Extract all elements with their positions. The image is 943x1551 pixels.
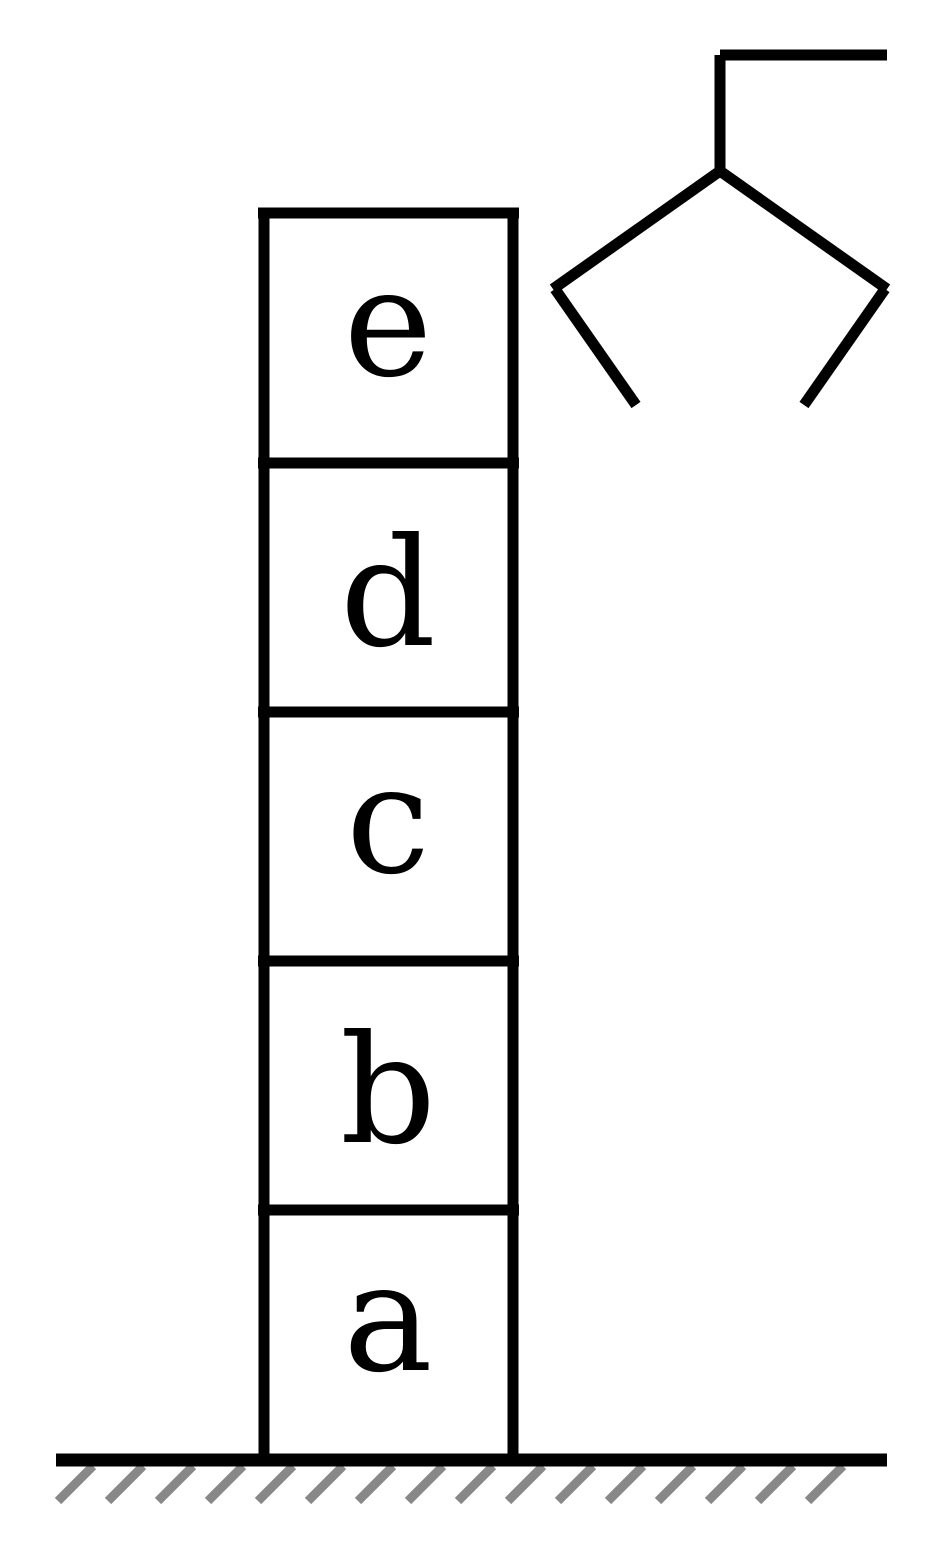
- block-b-label: b: [340, 1004, 436, 1178]
- block-a-label: a: [343, 1232, 432, 1406]
- hatch-mark: [654, 1462, 697, 1505]
- hatch-mark: [204, 1462, 247, 1505]
- block-stack: [258, 207, 519, 1460]
- hatch-mark: [254, 1462, 297, 1505]
- hatch-mark: [354, 1462, 397, 1505]
- block-d-label: d: [340, 507, 436, 681]
- ground-hatching: [54, 1462, 847, 1505]
- hatch-mark: [304, 1462, 347, 1505]
- hatch-mark: [704, 1462, 747, 1505]
- hatch-mark: [804, 1462, 847, 1505]
- robot-gripper-icon: [549, 49, 891, 409]
- hatch-mark: [554, 1462, 597, 1505]
- hatch-mark: [54, 1462, 97, 1505]
- block-labels: e d c b a: [340, 237, 436, 1406]
- gripper-left-upper: [549, 166, 724, 294]
- gripper-right-lower: [799, 285, 890, 409]
- hatch-mark: [454, 1462, 497, 1505]
- block-e-label: e: [344, 237, 433, 411]
- hatch-mark: [504, 1462, 547, 1505]
- block-c-label: c: [346, 734, 430, 908]
- hatch-mark: [604, 1462, 647, 1505]
- gripper-right-upper: [716, 166, 891, 294]
- gripper-left-lower: [550, 285, 641, 409]
- hatch-mark: [404, 1462, 447, 1505]
- hatch-mark: [754, 1462, 797, 1505]
- hatch-mark: [154, 1462, 197, 1505]
- hatch-mark: [104, 1462, 147, 1505]
